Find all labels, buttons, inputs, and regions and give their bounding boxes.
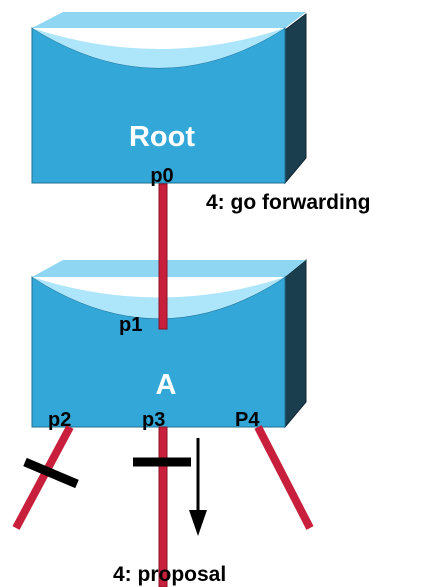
root-port-p0-label: p0 [150, 165, 173, 187]
root-switch-bowl [32, 28, 285, 68]
a-port-p3-label: p3 [142, 409, 165, 431]
proposal-arrow-icon [189, 438, 207, 536]
blocked-mark-p2 [23, 457, 79, 489]
a-port-p1-label: p1 [119, 314, 142, 336]
switch-a-side [284, 258, 307, 429]
root-switch-top [32, 12, 306, 28]
root-switch-name: Root [129, 121, 195, 153]
a-port-p2-label: p2 [48, 409, 71, 431]
switch-a-name: A [156, 369, 177, 401]
root-switch-side [284, 12, 307, 185]
forwarding-annotation: 4: go forwarding [206, 191, 371, 214]
root-switch: Root p0 [31, 12, 307, 187]
link-p3 [158, 426, 168, 587]
link-p2 [12, 425, 74, 530]
a-port-p4-label: P4 [235, 409, 260, 431]
switch-a: A [31, 258, 307, 429]
link-p4 [254, 425, 314, 530]
proposal-annotation: 4: proposal [113, 563, 226, 586]
link-root-p0-to-a-p1 [158, 183, 168, 330]
switch-a-top [32, 260, 306, 277]
